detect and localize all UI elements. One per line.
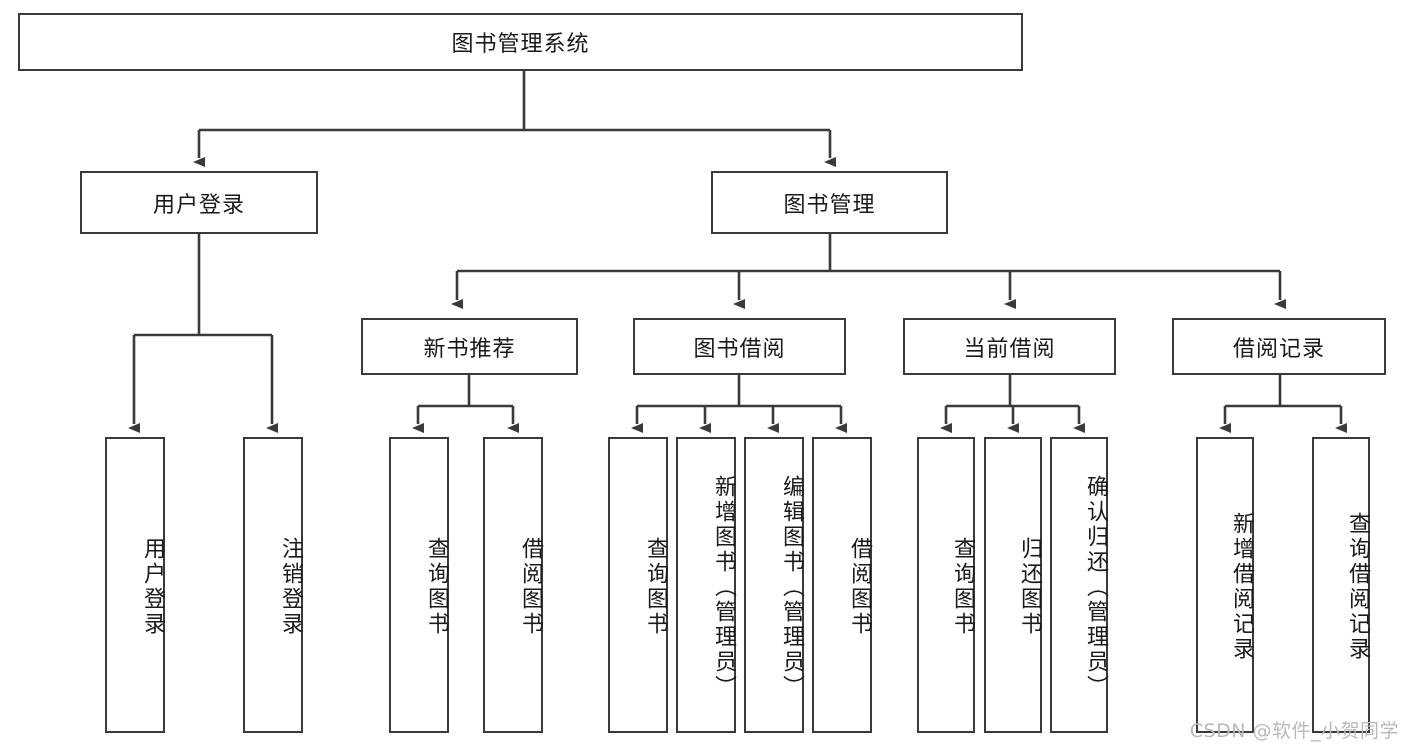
- leaf-borrow-book-recommend[interactable]: 借阅图书: [483, 437, 543, 733]
- node-label: 查询图书: [950, 537, 975, 637]
- watermark-text: CSDN @软件_小贺同学: [1189, 720, 1399, 742]
- node-label: 注销登录: [278, 537, 303, 637]
- node-label: 当前借阅: [963, 336, 1056, 362]
- node-root-system[interactable]: 图书管理系统: [18, 13, 1023, 71]
- node-label: 确认归还（管理员）: [1083, 474, 1108, 700]
- leaf-query-book-recommend[interactable]: 查询图书: [389, 437, 449, 733]
- node-label: 新书推荐: [423, 336, 516, 362]
- node-label: 图书管理系统: [451, 32, 590, 57]
- node-label: 图书管理: [783, 192, 876, 218]
- node-label: 借阅记录: [1232, 336, 1325, 362]
- leaf-logout-login[interactable]: 注销登录: [243, 437, 303, 733]
- node-label: 图书借阅: [693, 336, 786, 362]
- node-label: 编辑图书（管理员）: [779, 474, 804, 700]
- node-label: 用户登录: [140, 537, 165, 637]
- node-label: 用户登录: [152, 192, 245, 218]
- leaf-user-login[interactable]: 用户登录: [105, 437, 165, 733]
- node-label: 新增借阅记录: [1229, 512, 1254, 662]
- leaf-borrow-book[interactable]: 借阅图书: [812, 437, 872, 733]
- node-book-management[interactable]: 图书管理: [711, 171, 948, 234]
- leaf-add-book-admin[interactable]: 新增图书（管理员）: [676, 437, 736, 733]
- node-new-book-recommend[interactable]: 新书推荐: [361, 318, 578, 375]
- node-user-login[interactable]: 用户登录: [80, 171, 318, 234]
- node-label: 借阅图书: [518, 537, 543, 637]
- leaf-confirm-return-admin[interactable]: 确认归还（管理员）: [1050, 437, 1108, 733]
- node-label: 查询借阅记录: [1345, 512, 1370, 662]
- leaf-query-book-borrow[interactable]: 查询图书: [608, 437, 668, 733]
- node-label: 归还图书: [1017, 537, 1042, 637]
- node-label: 借阅图书: [847, 537, 872, 637]
- node-label: 新增图书（管理员）: [711, 474, 736, 700]
- node-borrow-record[interactable]: 借阅记录: [1172, 318, 1386, 375]
- leaf-edit-book-admin[interactable]: 编辑图书（管理员）: [744, 437, 804, 733]
- leaf-query-book-current[interactable]: 查询图书: [917, 437, 975, 733]
- node-current-borrow[interactable]: 当前借阅: [903, 318, 1116, 375]
- leaf-add-borrow-record[interactable]: 新增借阅记录: [1196, 437, 1254, 733]
- node-label: 查询图书: [424, 537, 449, 637]
- node-label: 查询图书: [643, 537, 668, 637]
- leaf-query-borrow-record[interactable]: 查询借阅记录: [1312, 437, 1370, 733]
- leaf-return-book[interactable]: 归还图书: [984, 437, 1042, 733]
- node-book-borrow[interactable]: 图书借阅: [633, 318, 846, 375]
